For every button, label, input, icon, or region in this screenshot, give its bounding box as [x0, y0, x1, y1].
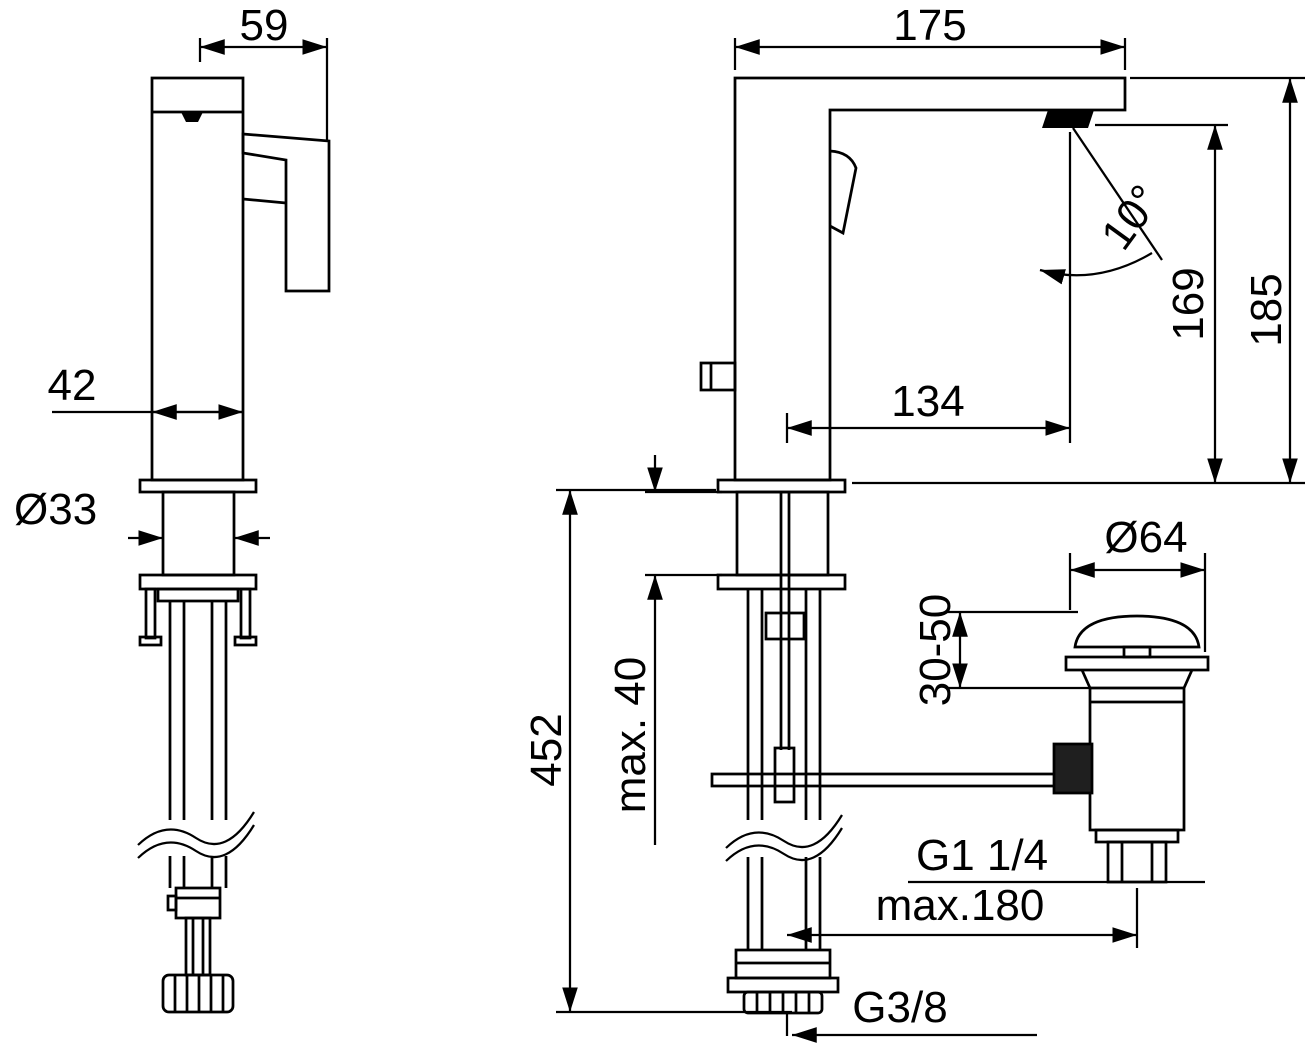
dim-supply-thread-label: G3/8 — [852, 983, 947, 1032]
dim-169-label: 169 — [1164, 267, 1213, 340]
base-flange-top — [716, 478, 847, 494]
aerator-side-mark — [181, 112, 203, 122]
popup-linkage-rod — [710, 772, 1064, 788]
dim-175: 175 — [733, 1, 1127, 70]
dim-169: 169 — [852, 123, 1305, 485]
handle-arm-line — [242, 197, 287, 205]
faucet-body-side — [150, 76, 245, 482]
waste-lower-flange — [1094, 828, 1180, 844]
lever-handle-front — [829, 149, 858, 236]
dim-max180-label: max.180 — [876, 881, 1045, 930]
popup-rod-knob — [699, 361, 737, 392]
dim-42: 42 — [48, 361, 243, 420]
dim-452: 452 — [522, 488, 792, 1014]
mounting-bracket — [156, 587, 240, 603]
waste-plug-dome — [1073, 614, 1201, 649]
aerator-outlet — [1042, 110, 1094, 128]
connector-stem — [184, 916, 212, 977]
dim-shank-diameter: Ø33 — [14, 485, 270, 546]
dim-10deg: 10° — [1039, 127, 1171, 285]
dim-max-180: max.180 — [787, 881, 1139, 948]
side-view — [137, 76, 331, 1014]
waste-body — [1088, 686, 1186, 832]
fitting-flange — [726, 976, 840, 994]
mounting-shank — [735, 490, 830, 577]
dim-30-50: 30-50 — [911, 594, 1092, 707]
dim-angle-label: 10° — [1092, 176, 1171, 259]
dim-42-label: 42 — [48, 361, 97, 410]
dim-waste-thread: G1 1/4 — [908, 831, 1205, 884]
mounting-shank — [161, 490, 236, 577]
angle-arc — [1039, 252, 1153, 285]
mounting-bolt-left — [144, 587, 157, 640]
dim-59-label: 59 — [240, 1, 289, 50]
lever-handle-side — [241, 132, 331, 293]
base-flange-top — [138, 478, 258, 494]
break-line — [725, 814, 843, 849]
break-line — [725, 827, 843, 862]
dim-175-label: 175 — [893, 1, 966, 50]
dim-max-40: max. 40 — [606, 455, 722, 845]
break-line — [137, 824, 255, 859]
hose-end-nut — [161, 973, 235, 1014]
dim-452-label: 452 — [522, 713, 571, 786]
dim-waste-diameter-label: Ø64 — [1104, 513, 1187, 562]
plug-stem — [1122, 645, 1152, 659]
hose-connector-block — [174, 886, 222, 920]
dim-waste-diameter: Ø64 — [1068, 513, 1207, 652]
dim-134: 134 — [785, 132, 1072, 443]
dim-shank-label: Ø33 — [14, 485, 97, 534]
stud-nut — [764, 611, 806, 641]
angle-reference-line — [1072, 127, 1163, 261]
dim-30-50-label: 30-50 — [911, 594, 960, 707]
mounting-bolt-right — [239, 587, 252, 640]
connector-notch — [166, 894, 178, 912]
dim-max40-label: max. 40 — [606, 657, 655, 814]
dim-waste-thread-label: G1 1/4 — [916, 831, 1048, 880]
dim-185-label: 185 — [1242, 273, 1291, 346]
bolt-foot-left — [138, 635, 163, 647]
waste-tailpipe — [1106, 840, 1168, 884]
waste-lever-knob — [1052, 742, 1094, 795]
bolt-foot-right — [233, 635, 258, 647]
break-line — [137, 811, 255, 846]
dim-185: 185 — [1130, 76, 1305, 483]
waste-neck-line — [1080, 669, 1092, 689]
dim-134-label: 134 — [891, 377, 964, 426]
dim-supply-thread: G3/8 — [785, 983, 1037, 1043]
waste-flange — [1064, 655, 1210, 672]
base-flange-bottom — [138, 573, 258, 591]
dim-59: 59 — [198, 1, 329, 140]
waste-neck-line — [1182, 669, 1194, 689]
